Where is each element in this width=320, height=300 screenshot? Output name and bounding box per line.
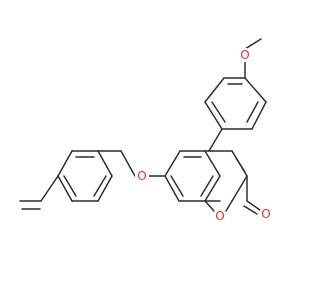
bond-lactone-c-o [225, 200, 233, 212]
coumarin-core [164, 150, 248, 202]
bond-coumarin-pyrone-3 [231, 175, 248, 202]
bond-ring-b-2 [57, 150, 73, 177]
bond-coumarin-benzo-1 [164, 150, 181, 177]
bond-ether-2 [120, 150, 136, 177]
bond-coumarin-pyrone-inner-1 [235, 157, 246, 173]
bond-ring-a-inner-2 [246, 101, 259, 123]
bond-methoxy-2 [244, 38, 262, 50]
ether-oxygen-label: O [137, 169, 146, 183]
methoxyphenyl-ring [204, 77, 267, 130]
carbonyl-oxygen-bg [259, 207, 273, 221]
bond-ring-a-6 [204, 77, 225, 103]
bond-carbonyl-2 [243, 205, 258, 215]
bond-ring-b-6 [97, 150, 113, 177]
bond-coumarin-benzo-4 [204, 175, 221, 202]
ring-oxygen-label: O [215, 209, 224, 223]
structure-diagram: O O [19, 38, 273, 223]
bond-ring-b-5 [97, 175, 113, 202]
methoxy-oxygen-bg [238, 48, 252, 62]
ether-linkage: O [120, 150, 166, 183]
vinylphenyl-ring [57, 150, 122, 202]
bond-ring-b-inner-3 [93, 175, 107, 197]
bond-vinyl-1 [40, 175, 59, 202]
bond-ring-b-3 [57, 175, 73, 202]
bond-carbonyl-1 [246, 200, 261, 211]
lactone-group: O O [204, 175, 273, 223]
bond-coumarin-benzo-2 [164, 175, 180, 202]
vinyl-group [19, 175, 59, 210]
ether-oxygen-bg [135, 169, 149, 183]
molecule-canvas: O O [19, 38, 273, 223]
bond-coumarin-benzo-inner-2 [200, 175, 214, 197]
bond-aryl-to-coumarin [208, 128, 223, 152]
bond-ring-a-5 [204, 101, 223, 130]
bond-coumarin-benzo-inner-1 [170, 175, 184, 197]
methoxy-group: O [238, 38, 262, 79]
bond-ring-a-inner-3 [211, 101, 226, 123]
bond-coumarin-benzo-5 [204, 150, 221, 177]
ring-oxygen-bg [213, 209, 227, 223]
bond-ring-b-inner-2 [63, 175, 77, 197]
bond-ring-a-2 [244, 77, 267, 103]
bond-lactone-o-c [204, 200, 215, 212]
bond-ring-a-3 [251, 101, 267, 130]
carbonyl-oxygen-label: O [261, 207, 270, 221]
methoxy-oxygen-label: O [240, 48, 249, 62]
